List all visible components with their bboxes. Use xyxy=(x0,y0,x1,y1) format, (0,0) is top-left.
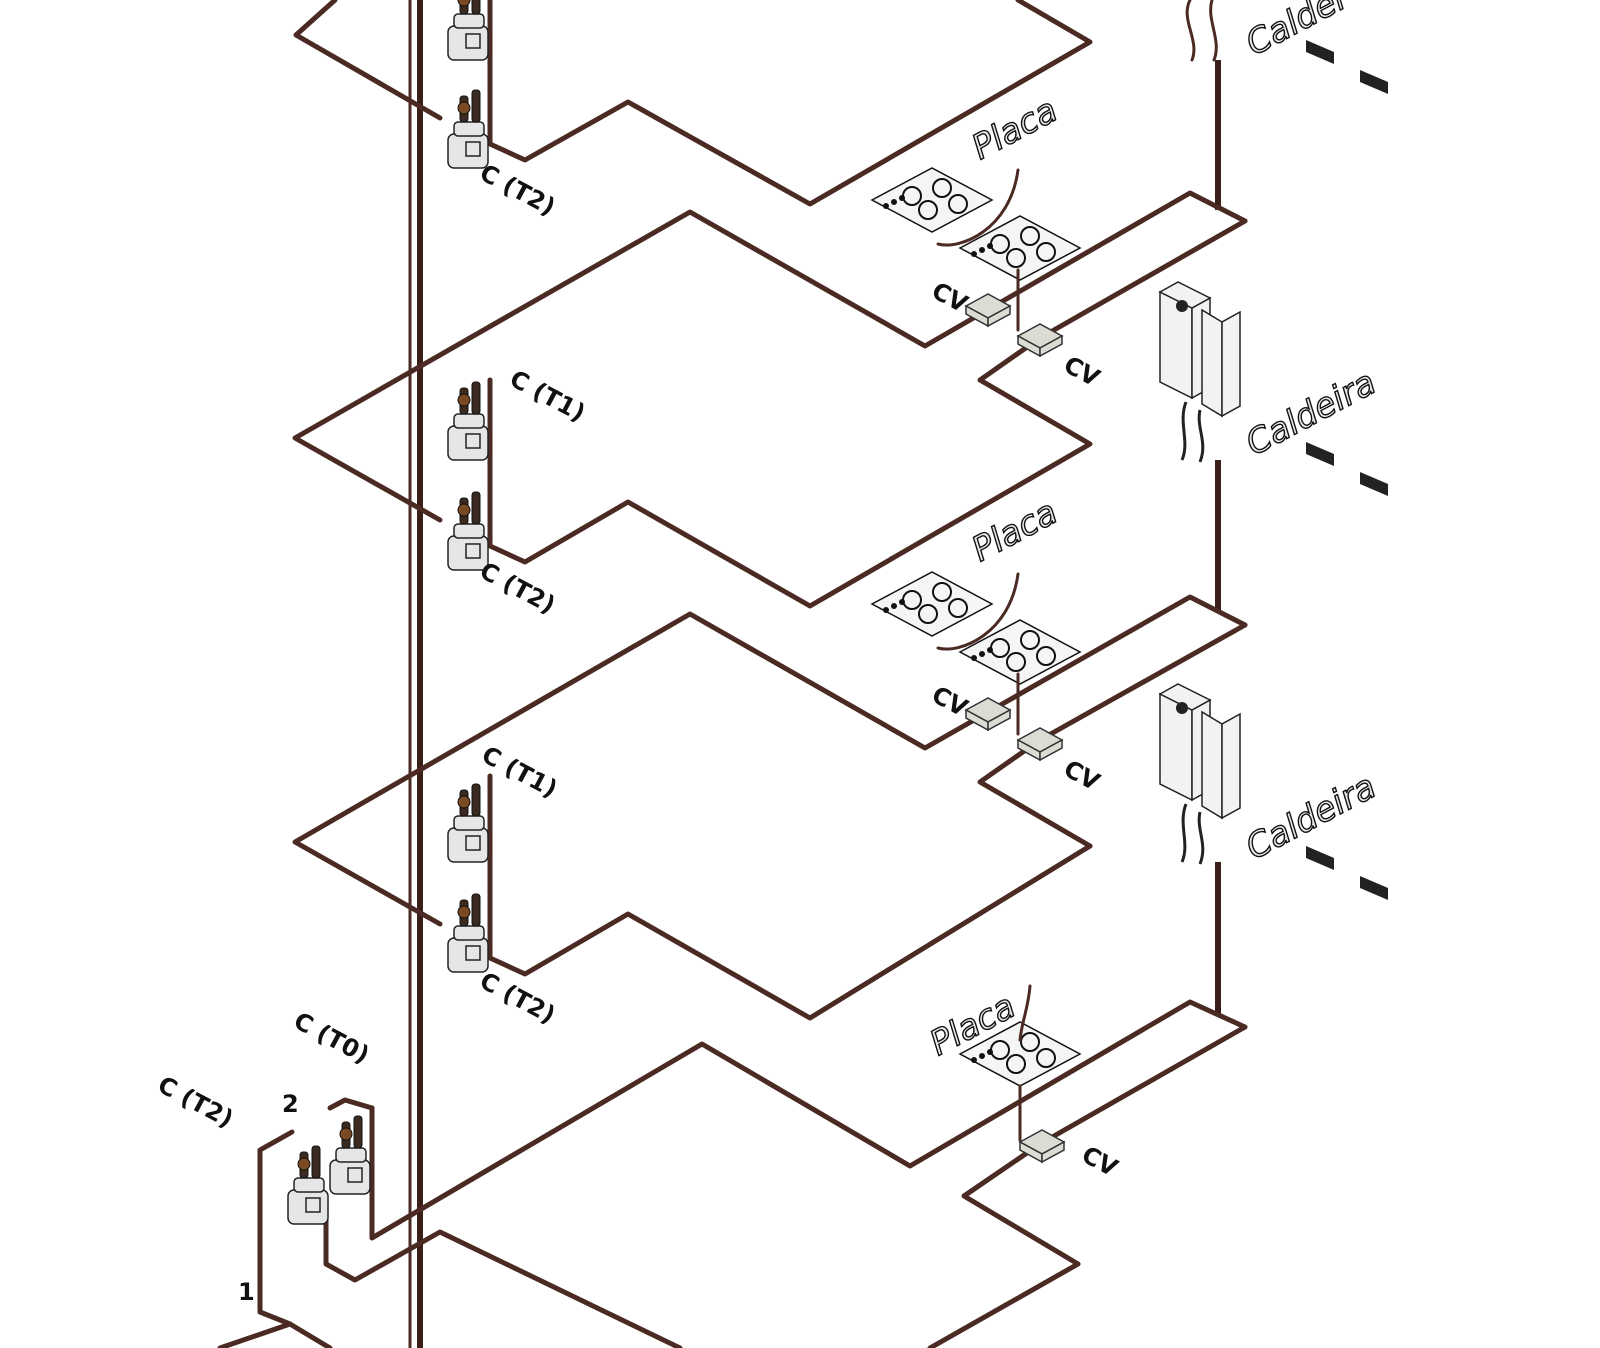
label-hob-top: Placa xyxy=(965,90,1064,168)
gas-meter-third-t1 xyxy=(447,783,489,863)
boiler-top-partial xyxy=(1185,0,1218,62)
label-meter-t2-third: C (T2) xyxy=(475,967,560,1030)
hob-top-right xyxy=(959,215,1081,281)
label-node-2: 2 xyxy=(282,1090,299,1118)
gas-meter-top-t2 xyxy=(447,89,489,169)
gas-meter-ground-t2 xyxy=(287,1145,329,1225)
hob-top-left xyxy=(871,167,993,233)
vent-top-1 xyxy=(1306,40,1334,64)
hob-second-right xyxy=(959,619,1081,685)
hob-line-top xyxy=(936,168,1020,332)
gas-meter-third-t2 xyxy=(447,893,489,973)
boiler-unit-lower xyxy=(1158,682,1242,866)
label-hob-second: Placa xyxy=(965,492,1064,570)
label-meter-t2-top: C (T2) xyxy=(475,159,560,222)
floor-level-third xyxy=(217,773,1248,1348)
hob-second-left xyxy=(871,571,993,637)
vent-lower-1 xyxy=(1306,846,1334,870)
vent-upper-1 xyxy=(1306,442,1334,466)
label-meter-t1-second: C (T1) xyxy=(505,365,590,428)
gas-meter-top-t1 xyxy=(447,0,489,61)
label-meter-t2-second: C (T2) xyxy=(475,557,560,620)
gas-meter-second-t1 xyxy=(447,381,489,461)
label-meter-t2-ground: C (T2) xyxy=(153,1071,238,1134)
gas-meter-ground-t0 xyxy=(329,1115,371,1195)
label-node-1: 1 xyxy=(238,1278,255,1306)
vent-top-2 xyxy=(1360,70,1388,94)
gas-meter-second-t2 xyxy=(447,491,489,571)
floor-level-top xyxy=(292,0,1248,523)
hob-line-second xyxy=(936,572,1020,736)
label-cv-second-right: CV xyxy=(1059,755,1104,797)
hob-line-third xyxy=(1018,984,1032,1142)
label-meter-t0-ground: C (T0) xyxy=(289,1007,374,1070)
vent-upper-2 xyxy=(1360,472,1388,496)
label-boiler-top-partial: Caldei xyxy=(1239,0,1352,64)
vent-lower-2 xyxy=(1360,876,1388,900)
label-cv-third: CV xyxy=(1077,1141,1122,1183)
floor-level-second xyxy=(292,335,1248,927)
boiler-unit-upper xyxy=(1158,280,1242,464)
label-cv-top-right: CV xyxy=(1059,351,1104,393)
